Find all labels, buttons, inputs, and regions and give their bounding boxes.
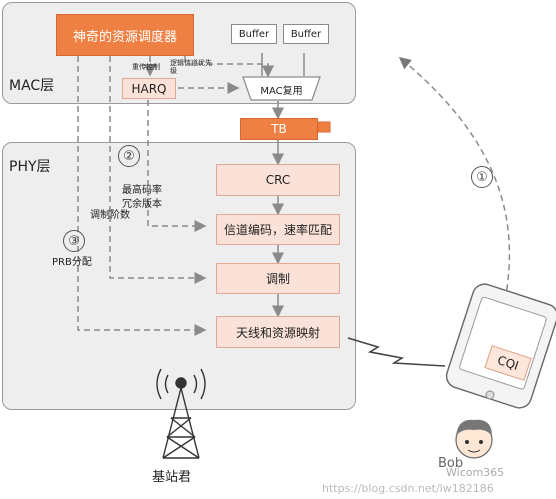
redundancy-version-label: 冗余版本 [122, 199, 162, 210]
radio-link [347, 337, 446, 367]
max-code-rate-label: 最高码率 [122, 185, 162, 196]
mac-mux-label: MAC复用 [260, 85, 303, 97]
resource-scheduler-box: 神奇的资源调度器 [56, 14, 194, 56]
prb-allocation-label: PRB分配 [52, 257, 92, 268]
mac-layer-label: MAC层 [9, 78, 55, 94]
buffer-box-1: Buffer [231, 24, 277, 44]
mac-mux-shape [242, 76, 321, 101]
antenna-resource-mapping-box: 天线和资源映射 [216, 316, 340, 348]
watermark-url: https://blog.csdn.net/lw182186 [322, 482, 494, 495]
bob-label: Bob [438, 456, 464, 471]
modulation-order-label: 调制阶数 [90, 210, 130, 221]
phone-icon [445, 283, 556, 409]
watermark-logo: Wicom365 [446, 466, 505, 479]
annotation-circle-2: ② [118, 145, 140, 167]
modulation-box: 调制 [216, 263, 340, 294]
crc-box: CRC [216, 164, 340, 196]
tb-block: TB [240, 118, 318, 140]
harq-box: HARQ [122, 78, 176, 99]
retransmission-control-note: 重传控制 [132, 63, 160, 71]
tower-icon [156, 368, 206, 459]
buffer-box-2: Buffer [283, 24, 329, 44]
base-station-label: 基站君 [152, 470, 192, 485]
annotation-circle-1: ① [471, 166, 493, 188]
logical-channel-priority-note: 逻辑信道优先级 [170, 59, 212, 75]
phy-layer-label: PHY层 [9, 159, 51, 175]
channel-coding-box: 信道编码，速率匹配 [216, 214, 340, 245]
bob-avatar-icon [455, 419, 493, 459]
annotation-circle-3: ③ [63, 230, 85, 252]
